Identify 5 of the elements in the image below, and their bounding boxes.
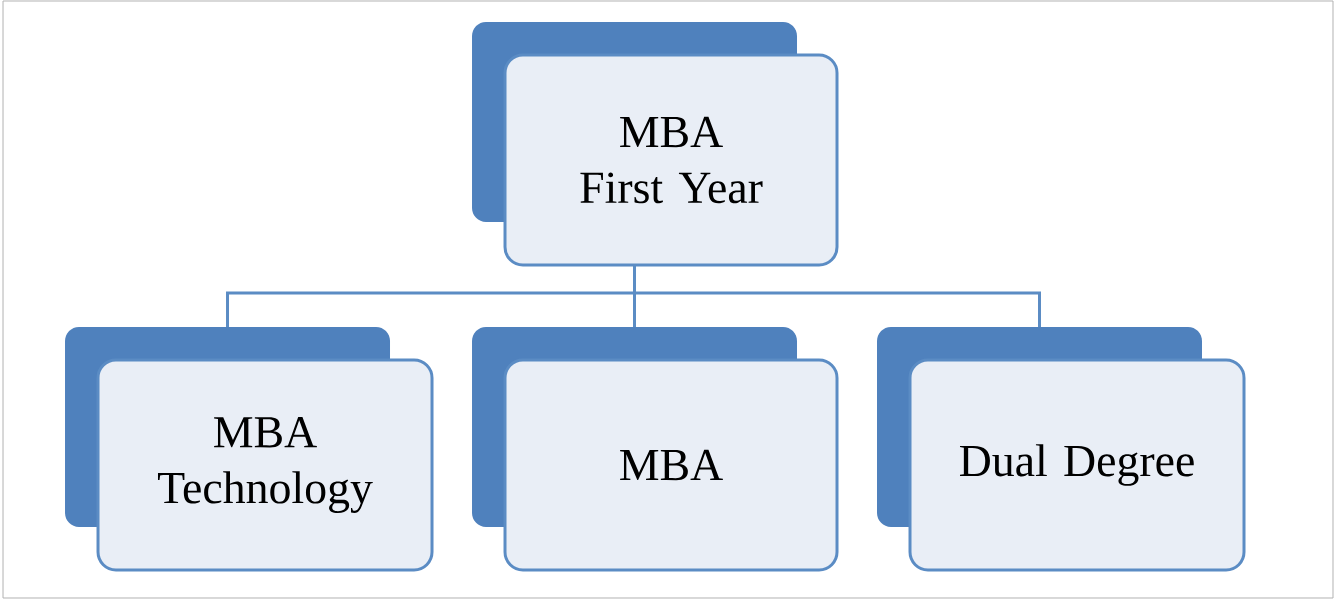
box-block: MBA (472, 327, 839, 572)
box-block: Dual Degree (877, 327, 1246, 572)
connector-line (633, 265, 1041, 327)
box-block: MBA Technology (65, 327, 434, 572)
box-block: MBA First Year (472, 22, 839, 267)
